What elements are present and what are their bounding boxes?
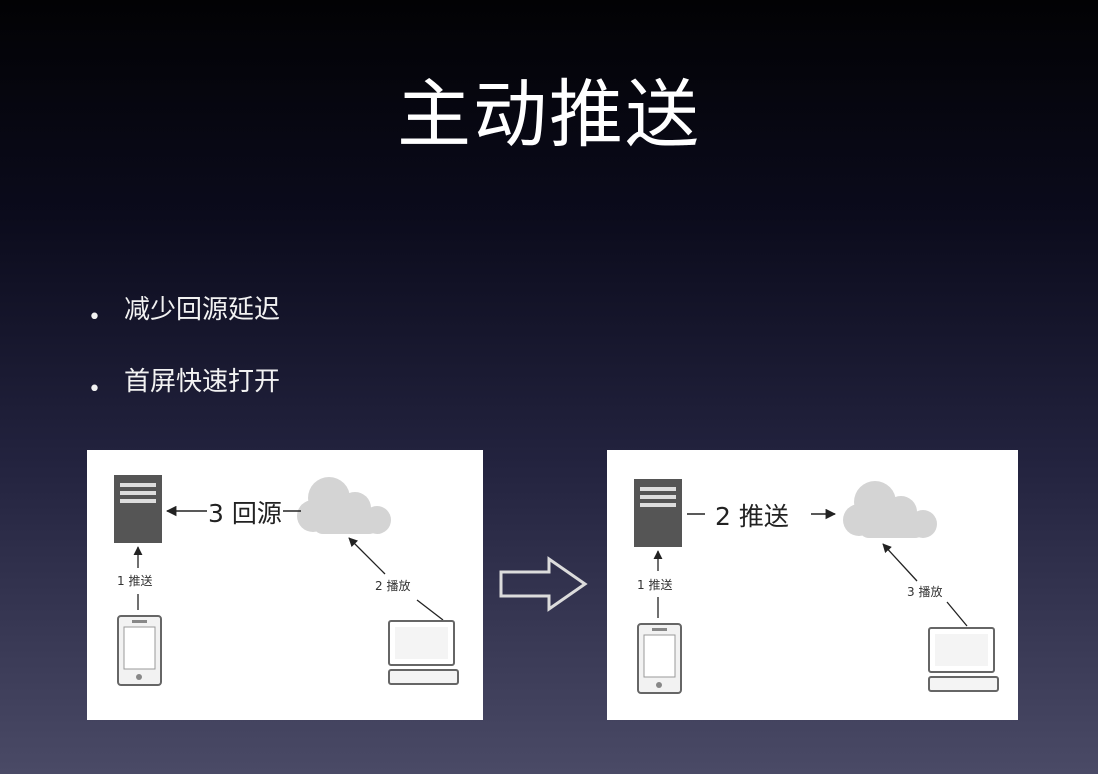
server-icon (114, 475, 162, 543)
play-label: 2 播放 (375, 579, 411, 593)
phone-icon (117, 615, 162, 686)
bullet-item: • 首屏快速打开 (88, 362, 280, 434)
bullet-dot: • (88, 305, 101, 330)
server-icon (634, 479, 682, 547)
origin-fetch-label: 3 回源 (208, 499, 282, 528)
right-arrow-icon (499, 556, 588, 612)
phone-icon (637, 623, 682, 694)
push-label: 1 推送 (637, 578, 673, 592)
cloud-icon (297, 477, 391, 534)
bullet-text: 首屏快速打开 (124, 367, 281, 397)
push-label: 1 推送 (117, 574, 153, 588)
bullet-dot: • (88, 377, 101, 402)
after-diagram: 2 推送 1 推送 3 播放 (607, 450, 1018, 720)
play-label: 3 播放 (907, 585, 943, 599)
bullet-list: • 减少回源延迟 • 首屏快速打开 (88, 290, 280, 434)
bullet-item: • 减少回源延迟 (88, 290, 280, 362)
cloud-icon (843, 481, 937, 538)
push-to-origin-label: 2 推送 (715, 502, 789, 531)
after-diagram-graphics (634, 479, 999, 694)
bullet-text: 减少回源延迟 (124, 295, 281, 325)
slide-title: 主动推送 (397, 72, 701, 158)
computer-icon (388, 620, 459, 685)
computer-icon (928, 627, 999, 692)
before-diagram-graphics (114, 475, 459, 686)
before-diagram: 3 回源 1 推送 2 播放 (87, 450, 483, 720)
